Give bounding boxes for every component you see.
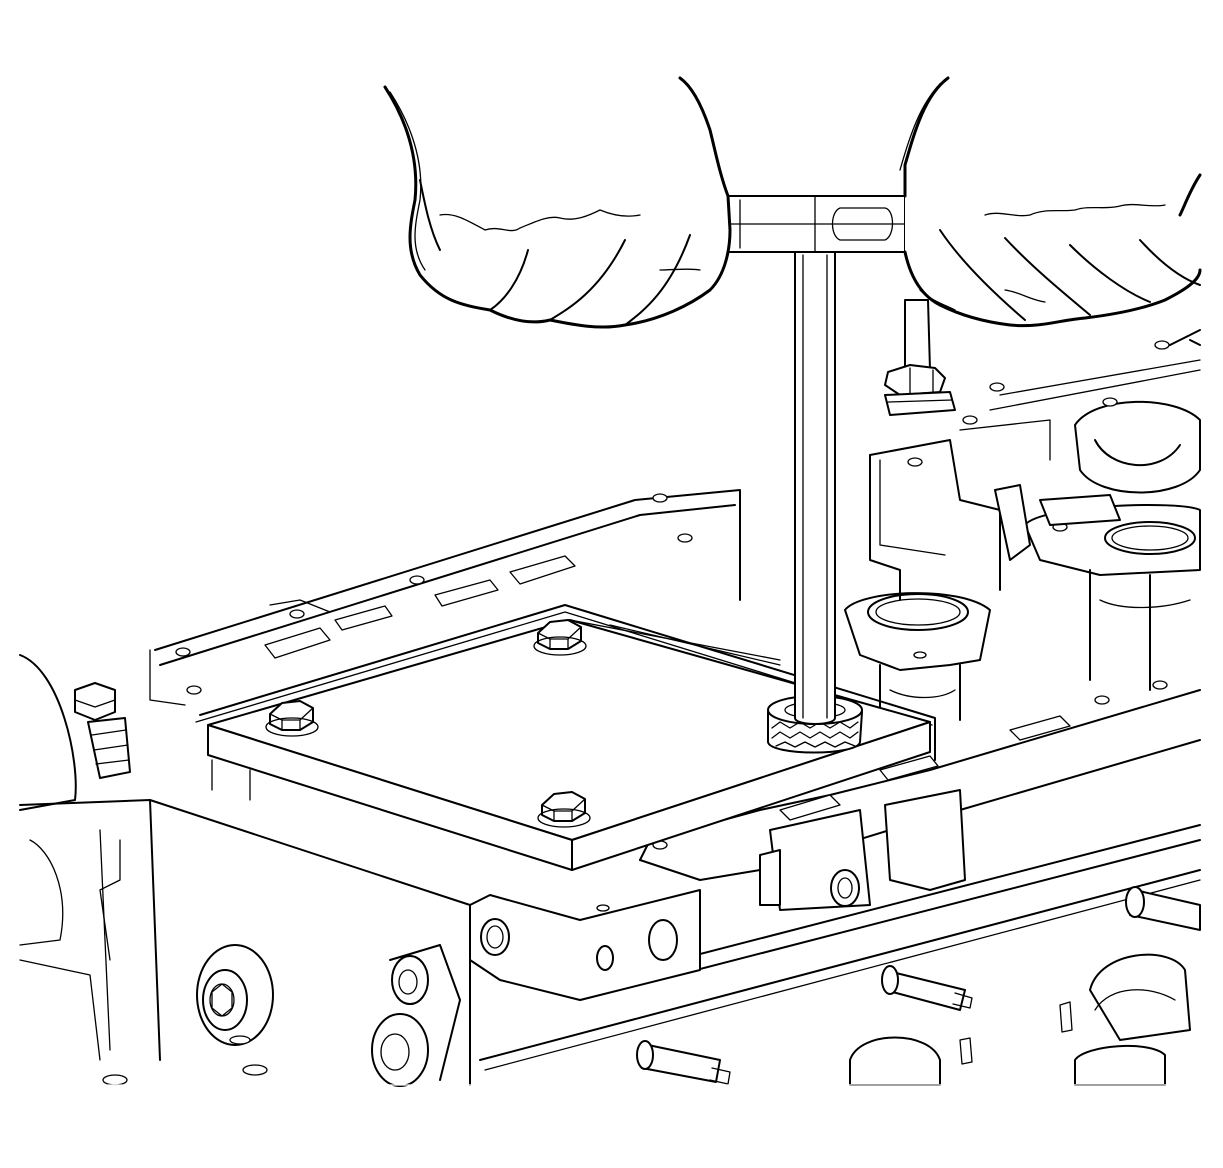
dowel-pin	[1125, 886, 1201, 931]
t-handle-tool	[727, 195, 906, 754]
dowel-pin	[636, 1040, 731, 1085]
hex-bolt	[537, 791, 591, 828]
cover-plate	[195, 604, 936, 871]
hex-bolt	[533, 619, 587, 656]
cylinder-bore	[844, 592, 991, 721]
right-hand	[899, 76, 1202, 328]
engine-block	[19, 299, 1201, 1087]
lower-boss-mid	[371, 944, 461, 1087]
lower-boss-left	[196, 944, 274, 1046]
cylinder-bore	[1024, 504, 1201, 691]
left-hand	[383, 0, 732, 329]
main-bearing-cap	[907, 329, 1201, 494]
dowel-pin	[881, 965, 973, 1011]
hex-bolt	[265, 700, 319, 737]
cylinder-opening	[849, 953, 1191, 1086]
